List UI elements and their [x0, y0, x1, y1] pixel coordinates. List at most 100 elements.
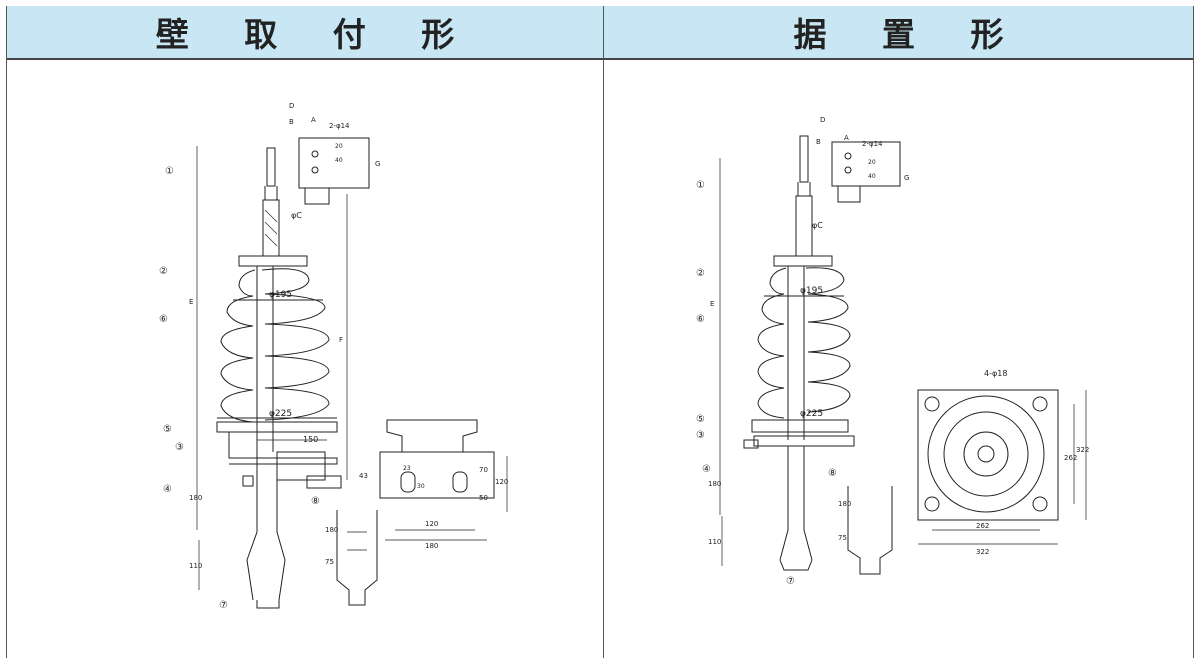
- cable-end: [779, 559, 813, 571]
- bolt-hole-tr: [1032, 396, 1048, 412]
- dim-g: G: [904, 174, 909, 182]
- dim-322v: 322: [1076, 446, 1089, 454]
- terminal-lug: [264, 186, 278, 201]
- base-plan-ring-inner: [963, 431, 1009, 477]
- callout-7: ⑦: [786, 576, 795, 587]
- dim-70: 70: [479, 466, 488, 474]
- dim-c: φC: [291, 211, 302, 220]
- terminal-detail-box: [831, 141, 901, 187]
- dim-43: 43: [359, 472, 368, 480]
- callout-5: ⑤: [163, 424, 172, 435]
- callout-2: ②: [696, 268, 705, 279]
- header-wall-mount: 壁 取 付 形: [7, 6, 603, 60]
- dim-phi225: φ225: [269, 409, 292, 419]
- dim-d: D: [289, 102, 294, 110]
- dim-side180: 180: [838, 500, 851, 508]
- callout-3: ③: [696, 430, 705, 441]
- earth-bolt: [743, 439, 759, 449]
- terminal-detail-stem: [304, 188, 330, 205]
- dim-110: 110: [189, 562, 202, 570]
- core-tube: [256, 266, 274, 452]
- dim-322h: 322: [976, 548, 989, 556]
- earth-bolt: [242, 475, 254, 487]
- callout-5: ⑤: [696, 414, 705, 425]
- insulator-sheds: [220, 268, 330, 423]
- dim-180: 180: [708, 480, 721, 488]
- panel-wall-mount: φ195 φ225 ① ② ⑥ ⑤ ③ ④ ⑦ ⑧ D B A 2-φ14 20…: [7, 60, 603, 658]
- dim-120v: 120: [495, 478, 508, 486]
- dim-110: 110: [708, 538, 721, 546]
- dim-e: E: [710, 300, 714, 308]
- dim-a: A: [311, 116, 316, 124]
- conductor-upper: [795, 195, 813, 257]
- dim-40: 40: [335, 157, 343, 164]
- callout-2: ②: [159, 266, 168, 277]
- dim-hole: 2-φ14: [329, 122, 350, 130]
- column-divider: [603, 6, 604, 658]
- mounting-bracket: [228, 432, 338, 465]
- core-tube: [787, 266, 805, 440]
- callout-1: ①: [165, 166, 174, 177]
- wall-mount-drawing: φ195 φ225 ① ② ⑥ ⑤ ③ ④ ⑦ ⑧ D B A 2-φ14 20…: [159, 102, 508, 611]
- dim-180h: 180: [425, 542, 438, 550]
- base-plan-ring-mid: [943, 411, 1029, 497]
- insulator-sheds: [757, 267, 851, 419]
- dim-a: A: [844, 134, 849, 142]
- side-fitting: [306, 475, 342, 489]
- dim-40: 40: [868, 173, 876, 180]
- hatch: [264, 209, 278, 247]
- dim-262v: 262: [1064, 454, 1077, 462]
- header-wall-mount-title: 壁 取 付 形: [155, 15, 477, 54]
- dim-side75: 75: [838, 534, 847, 542]
- dim-30: 30: [417, 483, 425, 490]
- dim-side75: 75: [325, 558, 334, 566]
- dim-b: B: [816, 138, 821, 146]
- bushing-side-view: [386, 419, 478, 453]
- callout-7: ⑦: [219, 600, 228, 611]
- base-plan-outer: [917, 389, 1059, 521]
- top-cap: [773, 255, 833, 267]
- terminal-hole-bottom: [844, 166, 852, 174]
- dim-b: B: [289, 118, 294, 126]
- dim-262h: 262: [976, 522, 989, 530]
- dim-side180: 180: [325, 526, 338, 534]
- terminal-stem: [799, 135, 809, 183]
- cable-section: [847, 486, 893, 575]
- lower-flange: [751, 419, 849, 433]
- callout-6: ⑥: [696, 314, 705, 325]
- dim-20: 20: [335, 143, 343, 150]
- bolt-hole-bl: [924, 496, 940, 512]
- floor-mount-drawing: φ195 φ225 ① ② ⑥ ⑤ ③ ④ ⑦ ⑧ D B A 2-φ14 20…: [696, 116, 1089, 587]
- top-cap: [238, 255, 308, 267]
- dim-150: 150: [303, 435, 318, 444]
- terminal-hole-top: [311, 150, 319, 158]
- bushing-base: [379, 451, 495, 499]
- dim-23: 23: [403, 465, 411, 472]
- callout-4: ④: [163, 484, 172, 495]
- dim-e: E: [189, 298, 193, 306]
- dim-4-holes: 4-φ18: [984, 369, 1007, 378]
- header-floor-mount: 据 置 形: [604, 6, 1193, 60]
- terminal-stem: [266, 147, 276, 187]
- base-plan-ring-outer: [927, 395, 1045, 513]
- terminal-detail-stem: [837, 186, 861, 203]
- callout-4: ④: [702, 464, 711, 475]
- dim-120h: 120: [425, 520, 438, 528]
- terminal-detail-box: [298, 137, 370, 189]
- callout-1: ①: [696, 180, 705, 191]
- dim-50: 50: [479, 494, 488, 502]
- callout-3: ③: [175, 442, 184, 453]
- terminal-hole-top: [844, 152, 852, 160]
- dim-180: 180: [189, 494, 202, 502]
- bolt-hole-tl: [924, 396, 940, 412]
- dim-f: F: [339, 336, 343, 344]
- dim-phi195: φ195: [269, 290, 292, 300]
- dim-phi195: φ195: [800, 286, 823, 296]
- dim-c: φC: [812, 221, 823, 230]
- callout-8: ⑧: [311, 496, 320, 507]
- terminal-lug: [797, 182, 811, 197]
- base-plan-center: [977, 445, 995, 463]
- cable-end: [256, 600, 280, 609]
- dim-hole: 2-φ14: [862, 140, 883, 148]
- cable-section: [336, 510, 378, 606]
